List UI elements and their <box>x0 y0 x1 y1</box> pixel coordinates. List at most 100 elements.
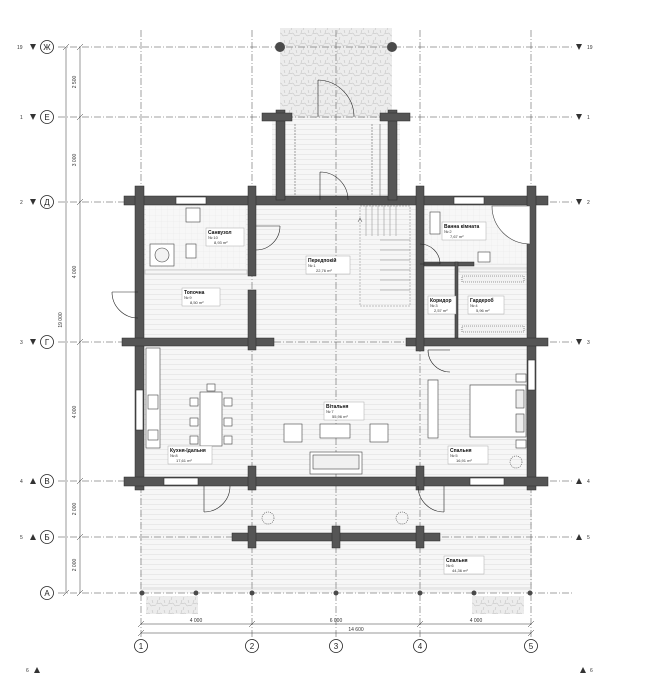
axis-mark: 19 <box>587 45 593 51</box>
door-garderob <box>419 243 441 265</box>
axis-mark: 2 <box>587 200 590 206</box>
axis-label: 5 <box>529 642 534 651</box>
dim-total-label: 14 600 <box>348 627 364 633</box>
room-number: № 10 <box>208 235 219 240</box>
axis-bubble-b: 5 Б <box>20 530 54 544</box>
room-label-kukhnya: Кухня-їдальня № 8 17,61 m² <box>167 445 213 465</box>
axis-bubble-zh: 19 Ж <box>17 40 54 54</box>
window-north-2 <box>453 196 485 205</box>
letter-axes-right: 19 1 2 3 4 5 <box>576 44 593 541</box>
triangle-icon <box>30 339 36 345</box>
windows <box>135 196 536 486</box>
room-label-garderob: Гардероб № 4 5,96 m² <box>467 295 505 315</box>
dim-label: 3 000 <box>72 154 78 167</box>
dining-table <box>199 391 223 447</box>
paving-terrace-left <box>146 596 198 614</box>
room-area: 17,61 m² <box>176 458 192 463</box>
axis-bubble-5: 5 <box>524 639 538 653</box>
triangle-icon <box>30 478 36 484</box>
room-area: 8,93 m² <box>214 240 228 245</box>
axis-label: 1 <box>139 642 144 651</box>
corner-marks: 6 6 <box>26 667 593 674</box>
triangle-icon <box>576 478 582 484</box>
door-kitchen <box>203 485 231 513</box>
dim-label: 4 000 <box>72 406 78 419</box>
armchair <box>283 423 303 443</box>
window-south-1 <box>163 477 199 486</box>
wall-axis-4b <box>415 465 425 491</box>
horizontal-dimension-labels: 4 000 6 000 4 000 14 600 <box>190 618 483 633</box>
axis-label: Г <box>45 338 50 347</box>
room-area: 55,96 m² <box>332 414 348 419</box>
horizontal-dimensions <box>137 620 535 637</box>
triangle-icon <box>34 667 40 673</box>
room-number: № 9 <box>184 295 192 300</box>
triangle-icon <box>580 667 586 673</box>
wall-row-g-right <box>405 337 549 347</box>
room-label-sanuzol: Санвузол № 10 8,93 m² <box>205 227 245 247</box>
room-area: 2,57 m² <box>434 308 448 313</box>
room-label-topochna: Топочна № 9 8,50 m² <box>181 287 221 307</box>
wall-axis-2c <box>247 465 257 491</box>
room-name: Вітальня <box>326 404 348 410</box>
window-east <box>527 359 536 391</box>
wardrobe <box>461 275 525 283</box>
axis-bubble-4: 4 <box>413 639 427 653</box>
axis-bubble-2: 2 <box>245 639 259 653</box>
door-entrance <box>319 171 349 201</box>
door-corridor <box>427 349 451 373</box>
triangle-icon <box>30 44 36 50</box>
door-porch <box>317 79 355 118</box>
room-name: Гардероб <box>470 297 494 304</box>
room-labels: Санвузол № 10 8,93 m² Передпокій № 1 22,… <box>167 221 505 575</box>
room-area: 7,67 m² <box>450 234 464 239</box>
washbasin <box>429 211 441 235</box>
triangle-icon <box>576 534 582 540</box>
letter-axes-left: 19 Ж 1 Е 2 Д 3 Г 4 В <box>17 40 54 600</box>
axis-label: Ж <box>43 43 51 52</box>
bathtub <box>491 205 531 245</box>
paving-terrace-right <box>472 596 524 614</box>
room-number: № 4 <box>470 303 478 308</box>
room-name: Кухня-їдальня <box>170 448 206 454</box>
number-axes-bottom: 1 2 3 4 5 <box>134 639 538 653</box>
room-name: Передпокій <box>308 257 336 264</box>
door-bedroom <box>417 485 445 513</box>
room-number: № 6 <box>446 563 454 568</box>
axis-bubble-d: 2 Д <box>20 195 54 209</box>
room-label-terasa: Спальня № 6 44,36 m² <box>443 555 485 575</box>
axis-bubble-a: А <box>40 586 54 600</box>
axis-mark: 1 <box>587 115 590 121</box>
room-lines <box>143 265 530 589</box>
furniture <box>145 205 531 525</box>
axis-bubble-v: 4 В <box>20 474 54 488</box>
dim-total-label: 19 000 <box>58 312 64 328</box>
room-number: № 5 <box>450 453 458 458</box>
corner-mark: 6 <box>590 668 593 674</box>
room-name: Ванна кімната <box>444 224 479 230</box>
walls <box>121 109 549 549</box>
dim-label: 4 000 <box>190 618 203 624</box>
axis-mark: 2 <box>20 200 23 206</box>
axis-mark: 4 <box>587 479 590 485</box>
dim-label: 4 000 <box>72 266 78 279</box>
room-number: № 3 <box>430 303 438 308</box>
toilet <box>477 251 491 263</box>
room-name: Санвузол <box>208 230 232 236</box>
corner-mark: 6 <box>26 668 29 674</box>
room-label-vanna: Ванна кімната № 2 7,67 m² <box>441 221 487 241</box>
axis-label: Е <box>44 113 49 122</box>
room-number: № 1 <box>308 263 316 268</box>
room-label-korydor: Коридор № 3 2,57 m² <box>427 295 457 315</box>
room-label-vitalnya: Вітальня № 7 55,96 m² <box>323 401 365 421</box>
room-area: 5,96 m² <box>476 308 490 313</box>
plant-icon <box>261 511 275 525</box>
room-area: 16,91 m² <box>456 458 472 463</box>
room-area: 44,36 m² <box>452 568 468 573</box>
room-name: Спальня <box>446 558 468 564</box>
room-number: № 2 <box>444 229 452 234</box>
axis-mark: 19 <box>17 45 23 51</box>
column <box>387 42 397 52</box>
room-label-spalnya: Спальня № 5 16,91 m² <box>447 445 489 465</box>
triangle-icon <box>576 199 582 205</box>
